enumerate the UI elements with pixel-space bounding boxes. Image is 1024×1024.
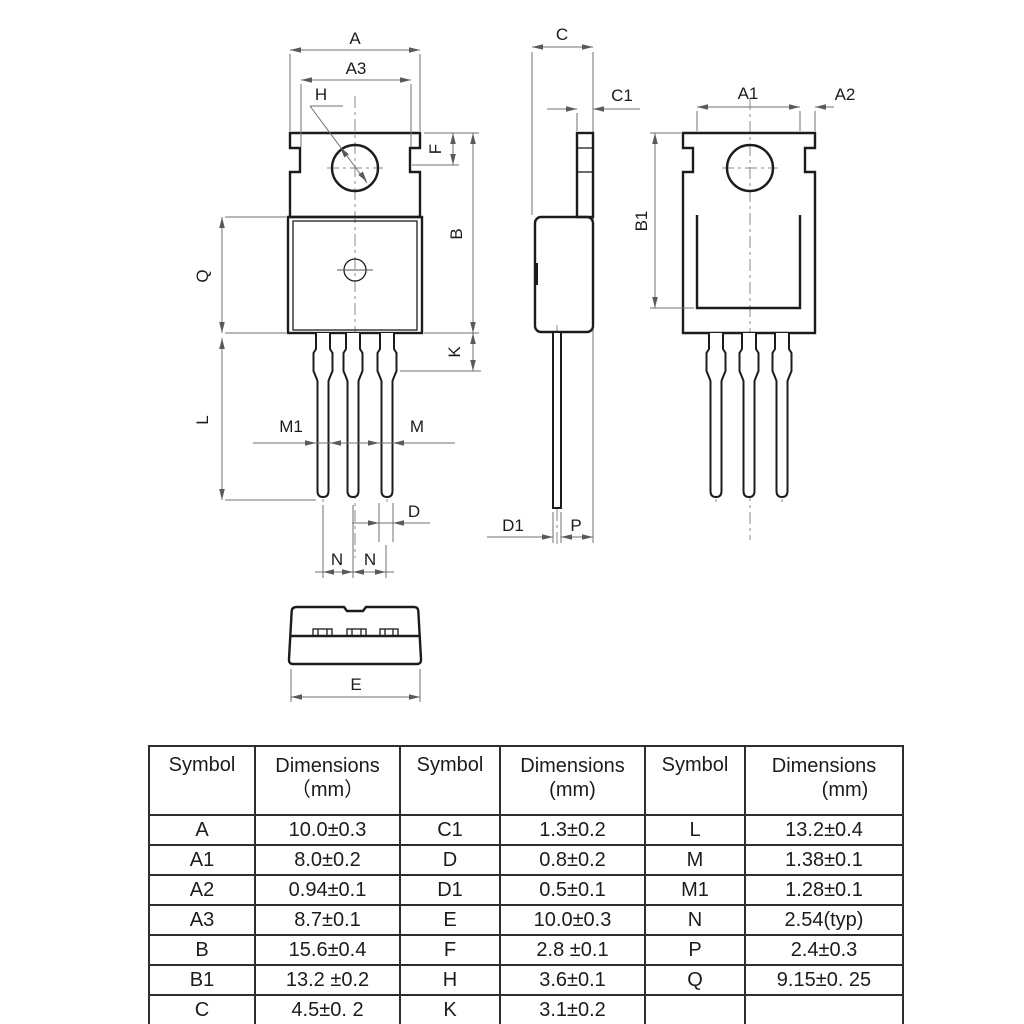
back-leads xyxy=(705,333,793,499)
table-cell: F xyxy=(399,934,501,966)
table-row: B 15.6±0.4 F 2.8 ±0.1 P 2.4±0.3 xyxy=(148,934,904,966)
table-cell: 0.5±0.1 xyxy=(499,874,646,906)
header-symbol-1: Symbol xyxy=(148,745,256,816)
table-header-row: Symbol Dimensions （mm） Symbol Dimensions… xyxy=(148,745,904,816)
table-cell: 8.7±0.1 xyxy=(254,904,401,936)
table-cell: A3 xyxy=(148,904,256,936)
table-cell: 2.8 ±0.1 xyxy=(499,934,646,966)
table-cell: 10.0±0.3 xyxy=(499,904,646,936)
table-cell: D1 xyxy=(399,874,501,906)
table-cell: 2.54(typ) xyxy=(744,904,904,936)
table-cell: 10.0±0.3 xyxy=(254,814,401,846)
table-cell: Q xyxy=(644,964,746,996)
dim-label-A: A xyxy=(349,29,361,48)
table-cell: N xyxy=(644,904,746,936)
table-cell: 3.1±0.2 xyxy=(499,994,646,1024)
front-leads xyxy=(312,333,398,499)
table-cell: 4.5±0. 2 xyxy=(254,994,401,1024)
bottom-view: E xyxy=(287,605,423,702)
header-dimensions-1: Dimensions （mm） xyxy=(254,745,401,816)
dim-label-C1: C1 xyxy=(611,86,633,105)
dim-label-A3: A3 xyxy=(346,59,367,78)
dim-label-A1: A1 xyxy=(738,84,759,103)
dim-label-C: C xyxy=(556,25,568,44)
dim-label-K: K xyxy=(445,346,464,358)
dim-label-N-right: N xyxy=(364,550,376,569)
side-tab xyxy=(575,131,595,219)
table-cell: A2 xyxy=(148,874,256,906)
dim-label-D: D xyxy=(408,502,420,521)
dim-label-A2: A2 xyxy=(835,85,856,104)
side-body xyxy=(533,215,595,334)
table-cell: 0.8±0.2 xyxy=(499,844,646,876)
table-cell xyxy=(644,994,746,1024)
header-dimensions-3: Dimensions (mm) xyxy=(744,745,904,816)
side-view: C C1 D1 P xyxy=(487,25,640,545)
table-cell: L xyxy=(644,814,746,846)
table-row: A 10.0±0.3 C1 1.3±0.2 L 13.2±0.4 xyxy=(148,814,904,846)
table-cell: 13.2±0.4 xyxy=(744,814,904,846)
table-cell: 1.3±0.2 xyxy=(499,814,646,846)
table-cell: B1 xyxy=(148,964,256,996)
dim-label-D1: D1 xyxy=(502,516,524,535)
table-row: A2 0.94±0.1 D1 0.5±0.1 M1 1.28±0.1 xyxy=(148,874,904,906)
header-dimensions-2: Dimensions (mm) xyxy=(499,745,646,816)
table-cell: A xyxy=(148,814,256,846)
table-cell: 15.6±0.4 xyxy=(254,934,401,966)
bottom-lead-stubs xyxy=(312,628,399,637)
back-mounting-hole xyxy=(725,143,775,193)
dim-label-N-left: N xyxy=(331,550,343,569)
package-drawing: A A3 H Q L B xyxy=(193,25,855,702)
table-cell: K xyxy=(399,994,501,1024)
back-body xyxy=(681,131,817,335)
table-cell: E xyxy=(399,904,501,936)
dim-label-M: M xyxy=(410,417,424,436)
table-cell: C xyxy=(148,994,256,1024)
dim-label-B1: B1 xyxy=(632,211,651,232)
table-cell: 3.6±0.1 xyxy=(499,964,646,996)
table-cell: M xyxy=(644,844,746,876)
side-lead xyxy=(552,331,562,509)
dim-label-M1: M1 xyxy=(279,417,303,436)
dim-label-E: E xyxy=(350,675,361,694)
table-cell xyxy=(744,994,904,1024)
table-cell: 13.2 ±0.2 xyxy=(254,964,401,996)
table-cell: A1 xyxy=(148,844,256,876)
table-cell: P xyxy=(644,934,746,966)
dim-label-H: H xyxy=(315,85,327,104)
table-row: A3 8.7±0.1 E 10.0±0.3 N 2.54(typ) xyxy=(148,904,904,936)
dim-label-B: B xyxy=(447,228,466,239)
back-tab-inset xyxy=(695,215,802,310)
table-row: C 4.5±0. 2 K 3.1±0.2 xyxy=(148,994,904,1024)
table-cell: 0.94±0.1 xyxy=(254,874,401,906)
table-cell: D xyxy=(399,844,501,876)
header-symbol-2: Symbol xyxy=(399,745,501,816)
table-cell: H xyxy=(399,964,501,996)
table-cell: 9.15±0. 25 xyxy=(744,964,904,996)
header-symbol-3: Symbol xyxy=(644,745,746,816)
back-view: A1 A2 B1 xyxy=(632,84,855,540)
dimensions-table: Symbol Dimensions （mm） Symbol Dimensions… xyxy=(148,745,904,1024)
dim-label-Q: Q xyxy=(193,269,212,282)
table-cell: B xyxy=(148,934,256,966)
table-row: B1 13.2 ±0.2 H 3.6±0.1 Q 9.15±0. 25 xyxy=(148,964,904,996)
dim-label-L: L xyxy=(193,415,212,424)
table-cell: C1 xyxy=(399,814,501,846)
table-cell: 8.0±0.2 xyxy=(254,844,401,876)
table-cell: 1.38±0.1 xyxy=(744,844,904,876)
bottom-outline xyxy=(287,605,423,666)
mounting-hole xyxy=(330,143,380,193)
table-row: A1 8.0±0.2 D 0.8±0.2 M 1.38±0.1 xyxy=(148,844,904,876)
table-cell: 1.28±0.1 xyxy=(744,874,904,906)
dim-label-F: F xyxy=(426,144,445,154)
table-cell: 2.4±0.3 xyxy=(744,934,904,966)
dim-label-P: P xyxy=(570,516,581,535)
table-cell: M1 xyxy=(644,874,746,906)
side-ejector-mark xyxy=(534,263,538,285)
front-view: A A3 H Q L B xyxy=(193,29,481,578)
